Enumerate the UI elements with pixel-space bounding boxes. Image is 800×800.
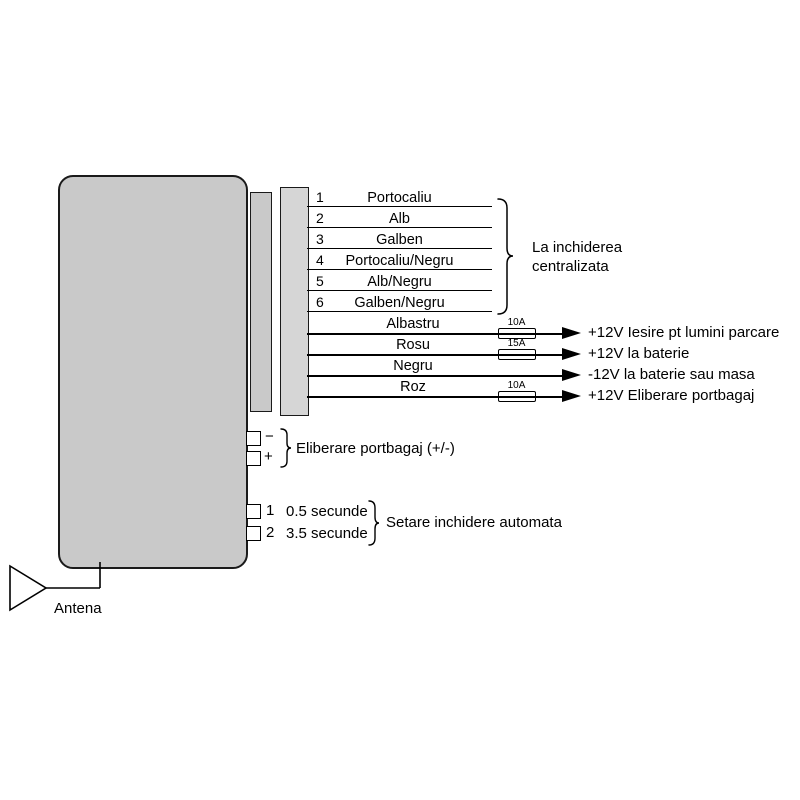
option-time: 3.5 secunde bbox=[286, 525, 368, 542]
power-wire-line bbox=[307, 333, 562, 335]
connector-strip bbox=[250, 192, 272, 412]
group-label-line1: La inchiderea bbox=[532, 239, 623, 256]
destination-label: -12V la baterie sau masa bbox=[588, 366, 755, 383]
auto-lock-terminal-1 bbox=[246, 504, 261, 519]
wire-number: 1 bbox=[316, 189, 324, 205]
antenna-label: Antena bbox=[54, 600, 102, 617]
brace-icon bbox=[280, 428, 292, 468]
fuse-icon bbox=[498, 349, 536, 360]
wire-number: 4 bbox=[316, 252, 324, 268]
option-number: 2 bbox=[266, 524, 275, 541]
option-number: 1 bbox=[266, 502, 275, 519]
wire-row-4: 4 Portocaliu/Negru bbox=[307, 252, 492, 270]
wire-label: Galben/Negru bbox=[354, 295, 445, 311]
power-wire-label: Negru bbox=[393, 358, 433, 374]
wire-row-2: 2 Alb bbox=[307, 210, 492, 228]
wire-label: Portocaliu bbox=[367, 190, 432, 206]
wire-label: Alb/Negru bbox=[367, 274, 432, 290]
power-wire-line bbox=[307, 396, 562, 398]
trunk-terminal-minus bbox=[246, 431, 261, 446]
wire-number: 3 bbox=[316, 231, 324, 247]
fuse-icon bbox=[498, 391, 536, 402]
wire-label: Galben bbox=[376, 232, 423, 248]
power-wire-label: Albastru bbox=[386, 316, 440, 332]
brace-icon bbox=[368, 500, 380, 546]
arrow-icon bbox=[562, 390, 581, 402]
wire-number: 6 bbox=[316, 294, 324, 310]
power-wire-line bbox=[307, 375, 562, 377]
trunk-terminal-plus bbox=[246, 451, 261, 466]
trunk-release-label: Eliberare portbagaj (+/-) bbox=[296, 440, 455, 457]
antenna-icon bbox=[9, 562, 101, 612]
wire-row-6: 6 Galben/Negru bbox=[307, 294, 492, 312]
fuse-rating: 15A bbox=[507, 338, 526, 349]
destination-label: +12V la baterie bbox=[588, 345, 690, 362]
minus-sign: − bbox=[265, 428, 274, 445]
fuse-rating: 10A bbox=[507, 317, 526, 328]
arrow-icon bbox=[562, 327, 581, 339]
destination-label: +12V Eliberare portbagaj bbox=[588, 387, 755, 404]
arrow-icon bbox=[562, 369, 581, 381]
auto-lock-terminal-2 bbox=[246, 526, 261, 541]
destination-label: +12V Iesire pt lumini parcare bbox=[588, 324, 780, 341]
group-label-line2: centralizata bbox=[532, 258, 609, 275]
connector-block bbox=[280, 187, 309, 416]
power-wire-label: Roz bbox=[400, 379, 426, 395]
arrow-icon bbox=[562, 348, 581, 360]
wire-label: Portocaliu/Negru bbox=[345, 253, 454, 269]
power-wire-line bbox=[307, 354, 562, 356]
brace-icon bbox=[497, 198, 514, 315]
fuse-rating: 10A bbox=[507, 380, 526, 391]
wire-row-5: 5 Alb/Negru bbox=[307, 273, 492, 291]
power-wire-label: Rosu bbox=[396, 337, 430, 353]
fuse-icon bbox=[498, 328, 536, 339]
wire-number: 5 bbox=[316, 273, 324, 289]
auto-lock-label: Setare inchidere automata bbox=[386, 514, 562, 531]
option-time: 0.5 secunde bbox=[286, 503, 368, 520]
alarm-module-body bbox=[58, 175, 248, 569]
plus-sign: + bbox=[264, 448, 273, 465]
wire-row-1: 1 Portocaliu bbox=[307, 189, 492, 207]
wire-number: 2 bbox=[316, 210, 324, 226]
central-lock-group-label: La inchiderea centralizata bbox=[532, 238, 622, 276]
wire-row-3: 3 Galben bbox=[307, 231, 492, 249]
wire-label: Alb bbox=[389, 211, 410, 227]
